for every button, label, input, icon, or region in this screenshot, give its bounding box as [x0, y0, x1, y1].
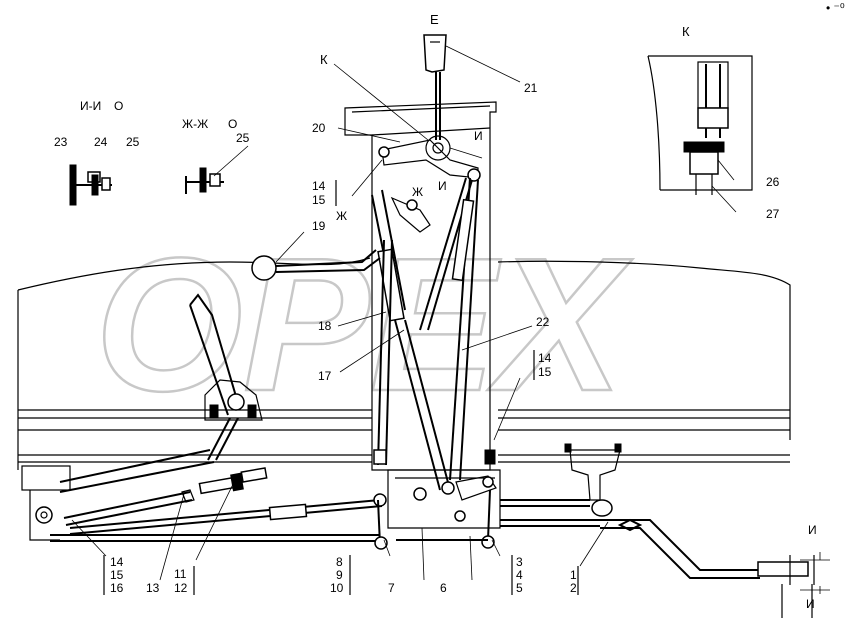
cut-i-right-bottom: И: [806, 597, 815, 611]
leader-lines: [71, 45, 821, 595]
callout-4: 4: [516, 568, 523, 582]
cut-zh-lower: Ж: [336, 209, 347, 223]
callout-14-right: 14: [538, 351, 552, 365]
callout-5: 5: [516, 581, 523, 595]
callout-12: 12: [174, 581, 188, 595]
handle-19: [251, 249, 381, 281]
watermark: OPEX: [94, 218, 635, 433]
cut-zh-upper: Ж: [412, 185, 423, 199]
right-fork: [757, 555, 830, 618]
callout-10: 10: [330, 581, 344, 595]
shift-housing: [344, 101, 497, 471]
callout-1: 1: [570, 568, 577, 582]
callout-7: 7: [388, 581, 395, 595]
callout-14-top: 14: [312, 179, 326, 193]
callout-22: 22: [536, 315, 550, 329]
callout-3: 3: [516, 555, 523, 569]
vehicle-frame: [17, 257, 791, 470]
lever-8-9-10: [373, 449, 388, 550]
view-k-detail: [647, 55, 753, 195]
callout-26: 26: [766, 175, 780, 189]
callout-14-left: 14: [110, 555, 124, 569]
view-k-leader-label: К: [320, 52, 328, 67]
callout-2: 2: [570, 581, 577, 595]
corner-mark: • ⁻⁰: [826, 1, 845, 15]
labels: Е К К И-И О Ж-Ж О И И Ж Ж И И 21 20 14 1…: [54, 12, 817, 611]
cut-i-right-top: И: [808, 523, 817, 537]
pedal-lever: [59, 293, 263, 493]
callout-20: 20: [312, 121, 326, 135]
section-zhzh-mark: О: [228, 117, 237, 131]
callout-11: 11: [174, 567, 187, 581]
lever-pivot: [378, 135, 481, 182]
svg-text:OPEX: OPEX: [95, 219, 633, 431]
callout-21: 21: [524, 81, 538, 95]
callout-15-top: 15: [312, 193, 326, 207]
rod-13: [63, 467, 268, 526]
callout-8: 8: [336, 555, 343, 569]
rod-22: [419, 177, 479, 481]
callout-27: 27: [766, 207, 780, 221]
rod-1-2: [500, 443, 760, 579]
section-zhzh-title: Ж-Ж: [182, 117, 208, 131]
view-e-label: Е: [430, 12, 439, 27]
callout-17: 17: [318, 369, 332, 383]
shift-box-7: [387, 449, 501, 549]
callout-15-right: 15: [538, 365, 552, 379]
callout-9: 9: [336, 568, 343, 582]
callout-24: 24: [94, 135, 108, 149]
rod-17: [377, 239, 451, 491]
callout-25-left: 25: [126, 135, 140, 149]
callout-23: 23: [54, 135, 68, 149]
callout-25-mid: 25: [236, 131, 250, 145]
left-bracket: [21, 465, 380, 542]
gear-lever-knob: [423, 34, 447, 140]
view-k-title: К: [682, 24, 690, 39]
callout-16: 16: [110, 581, 124, 595]
cut-i-lower: И: [438, 179, 447, 193]
section-ii-detail: [69, 164, 112, 206]
callout-13: 13: [146, 581, 160, 595]
section-ii-mark: О: [114, 99, 123, 113]
callout-15-left: 15: [110, 568, 124, 582]
callout-19: 19: [312, 219, 326, 233]
section-ii-title: И-И: [80, 99, 101, 113]
cut-i-upper: И: [474, 129, 483, 143]
section-zhzh-detail: [185, 167, 224, 194]
callout-18: 18: [318, 319, 332, 333]
lower-rod: [69, 493, 387, 535]
callout-6: 6: [440, 581, 447, 595]
